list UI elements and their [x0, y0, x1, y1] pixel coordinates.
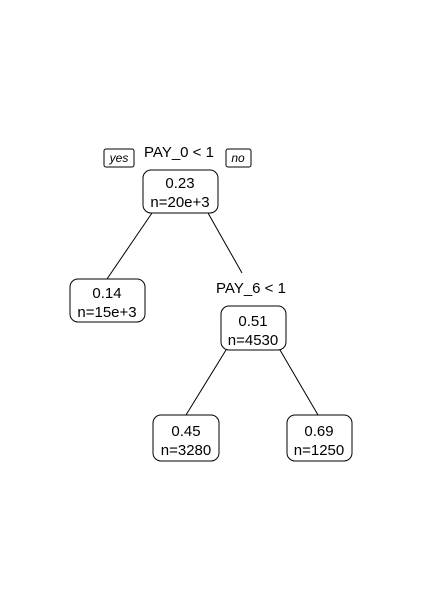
- root-node-count: n=20e+3: [150, 194, 209, 211]
- root-no-tag: no: [225, 148, 252, 168]
- left-leaf-count: n=15e+3: [77, 304, 136, 321]
- edge-root-to-right-node: [207, 212, 243, 274]
- right-left-leaf-value: 0.45: [171, 423, 200, 440]
- right-right-leaf-count: n=1250: [294, 442, 344, 459]
- root-yes-label: yes: [109, 151, 129, 165]
- right-node-split-label: PAY_6 < 1: [216, 280, 286, 297]
- edge-root-to-left-leaf: [106, 212, 153, 280]
- root-no-label: no: [231, 151, 245, 165]
- left-leaf-value: 0.14: [92, 285, 121, 302]
- edge-right-node-to-right-leaf: [279, 349, 319, 416]
- right-left-leaf-count: n=3280: [161, 442, 211, 459]
- edge-right-node-to-left-leaf: [185, 349, 227, 416]
- right-right-leaf-node: 0.69 n=1250: [286, 414, 353, 462]
- left-leaf-node: 0.14 n=15e+3: [69, 278, 146, 323]
- root-node: 0.23 n=20e+3: [142, 169, 219, 214]
- root-yes-tag: yes: [103, 148, 135, 168]
- right-internal-node: 0.51 n=4530: [220, 305, 287, 351]
- right-node-value: 0.51: [238, 313, 267, 330]
- right-right-leaf-value: 0.69: [304, 423, 333, 440]
- right-node-count: n=4530: [228, 332, 278, 349]
- right-left-leaf-node: 0.45 n=3280: [152, 414, 220, 462]
- root-split-label: PAY_0 < 1: [144, 144, 214, 161]
- root-node-value: 0.23: [165, 175, 194, 192]
